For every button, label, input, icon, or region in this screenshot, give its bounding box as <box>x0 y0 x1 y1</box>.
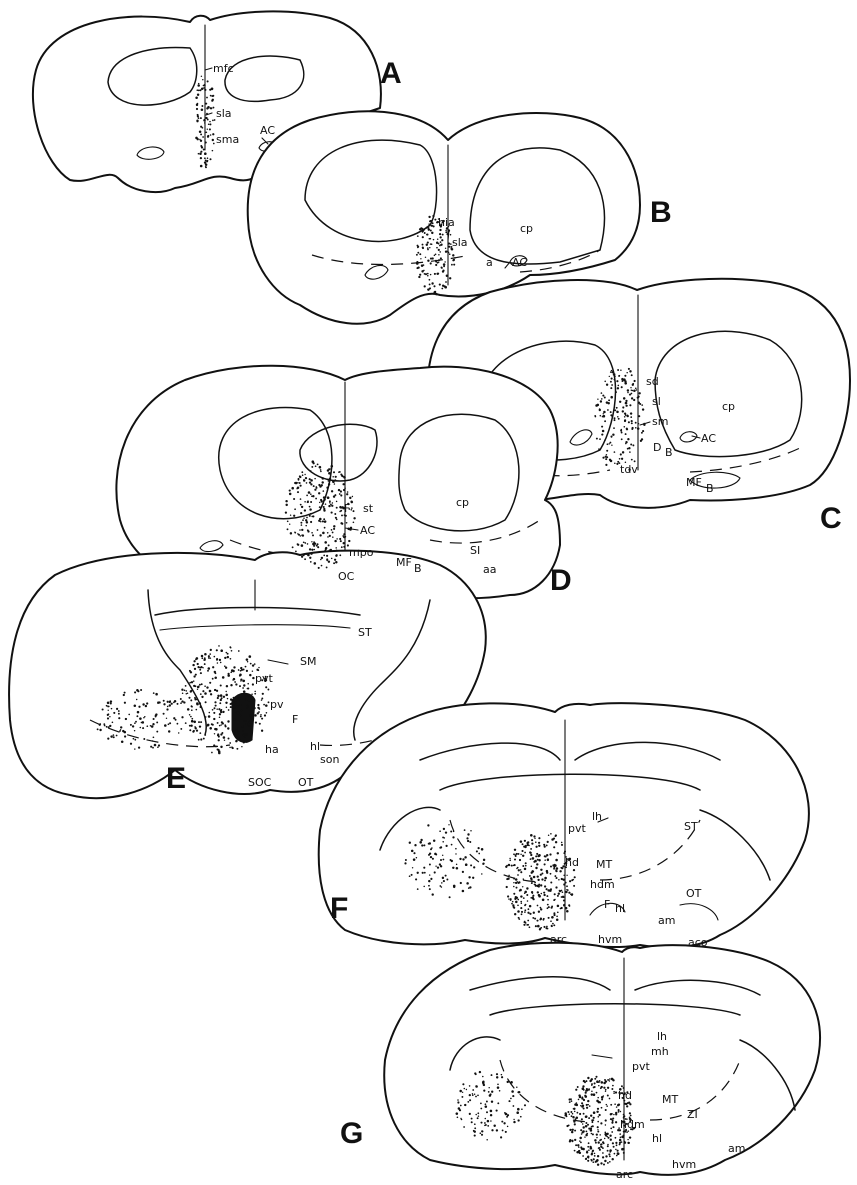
label-sm: SM <box>300 655 316 668</box>
label-cp: cp <box>520 222 533 235</box>
label-aco: aco <box>688 936 708 949</box>
label-soc: SOC <box>248 776 272 789</box>
label-ot: OT <box>298 776 314 789</box>
label-mf: MF <box>686 476 702 489</box>
label-ha: ha <box>265 743 279 756</box>
label-mpo: mpo <box>349 546 374 559</box>
panel-f-section <box>319 703 809 947</box>
label-mf: MF <box>396 556 412 569</box>
label-b: B <box>706 482 714 495</box>
label-st: st <box>363 502 374 515</box>
panel-a-letter: A <box>380 57 402 90</box>
label-cp: cp <box>722 400 735 413</box>
label-am: am <box>658 914 675 927</box>
label-a: a <box>486 256 493 269</box>
label-pvt: pvt <box>632 1060 650 1073</box>
panel-c-letter: C <box>820 502 842 535</box>
label-pv: pv <box>270 698 284 711</box>
label-lh: lh <box>657 1030 667 1043</box>
label-mt: MT <box>662 1093 678 1106</box>
label-ac: AC <box>260 124 275 137</box>
panel-e-letter: E <box>166 762 186 795</box>
panel-g-section <box>384 943 820 1175</box>
label-ac: AC <box>360 524 375 537</box>
label-arc: arc <box>550 933 567 946</box>
label-mh: mh <box>651 1045 669 1058</box>
label-son: son <box>320 753 339 766</box>
label-sma: sma <box>216 133 239 146</box>
label-pvt: pvt <box>568 822 586 835</box>
label-hvm: hvm <box>672 1158 696 1171</box>
label-hl: hl <box>615 902 625 915</box>
label-zi: ZI <box>687 1108 698 1121</box>
label-b: B <box>414 562 422 575</box>
label-ac: AC <box>701 432 716 445</box>
label-sla: sla <box>452 236 468 249</box>
panel-d-letter: D <box>550 564 572 597</box>
panel-f-letter: F <box>330 892 348 925</box>
label-hvm: hvm <box>598 933 622 946</box>
label-st: ST <box>684 820 698 833</box>
label-arc: arc <box>616 1168 633 1181</box>
label-ot: OT <box>686 887 702 900</box>
label-b: B <box>665 446 673 459</box>
label-hl: hl <box>652 1132 662 1145</box>
label-st: ST <box>358 626 372 639</box>
panel-g-letter: G <box>340 1117 363 1150</box>
panel-b-letter: B <box>650 196 672 229</box>
label-sla: sla <box>216 107 232 120</box>
label-si: SI <box>470 544 480 557</box>
label-ac: AC <box>512 256 527 269</box>
label-mt: MT <box>596 858 612 871</box>
label-mfc: mfc <box>213 62 234 75</box>
label-hl: hl <box>310 740 320 753</box>
label-sm: sm <box>652 415 668 428</box>
label-oc: OC <box>338 570 355 583</box>
label-aa: aa <box>483 563 496 576</box>
label-f: F <box>604 898 610 911</box>
label-sd: sd <box>646 375 659 388</box>
label-cp: cp <box>456 496 469 509</box>
label-hdm: hdm <box>590 878 615 891</box>
label-am: am <box>728 1142 745 1155</box>
label-d: D <box>653 441 661 454</box>
label-sl: sl <box>652 395 661 408</box>
label-f: F <box>292 713 298 726</box>
